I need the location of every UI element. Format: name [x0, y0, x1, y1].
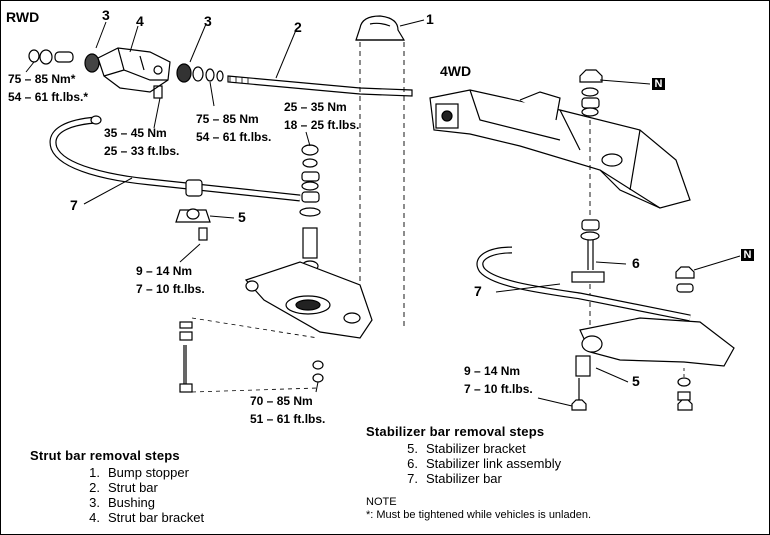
- lower-arm-rwd-icon: [244, 261, 373, 339]
- bolt-rwd-icon: [179, 317, 319, 393]
- list-item: 7.Stabilizer bar: [407, 471, 502, 486]
- bump-stopper-icon: [355, 15, 406, 41]
- note-text: *: Must be tightened while vehicles is u…: [366, 509, 592, 521]
- callout-bump-stopper-3a: 3: [102, 7, 110, 23]
- list-item: 3.Bushing: [89, 495, 155, 510]
- assembly-guide-lines: [359, 42, 405, 330]
- list-item: 1.Bump stopper: [89, 465, 189, 480]
- stabilizer-link-rwd-icon: [299, 144, 321, 272]
- note-block: NOTE *: Must be tightened while vehicles…: [366, 496, 591, 522]
- callout-stab-bracket-rwd-5: 5: [238, 209, 246, 225]
- bolt-4wd-icon: [571, 368, 693, 411]
- callout-stab-bar-rwd-7: 7: [70, 197, 78, 213]
- callout-bracket-4: 4: [136, 13, 144, 29]
- list-item: 2.Strut bar: [89, 480, 158, 495]
- nut-lower-rwd-icon: [312, 360, 324, 383]
- stabilizer-bar-rwd-icon: [49, 115, 301, 202]
- strut-bar-bracket-icon: [97, 47, 171, 99]
- callout-bump-stopper-1: 1: [426, 11, 434, 27]
- crossmember-4wd-icon: [429, 89, 691, 209]
- strut-bar-icon: [227, 75, 413, 97]
- torque-t1: 75 – 85 Nm*54 – 61 ft.lbs.*: [8, 72, 89, 104]
- callout-strut-bar-2: 2: [294, 19, 302, 35]
- stabilizer-link-4wd-icon: [571, 219, 605, 283]
- lower-arm-4wd-icon: [575, 317, 735, 377]
- section-title-4wd: 4WD: [440, 63, 472, 79]
- list-item: 5.Stabilizer bracket: [407, 441, 526, 456]
- callout-bushing-3b: 3: [204, 13, 212, 29]
- stabilizer-bracket-rwd-icon: [175, 208, 211, 241]
- callout-stab-bracket-4wd-5: 5: [632, 373, 640, 389]
- bushing-right-icon: [176, 63, 224, 83]
- n-tag-mid: N: [741, 249, 754, 261]
- callout-link-4wd-6: 6: [632, 255, 640, 271]
- nut-stack-top-4wd-icon: [579, 69, 603, 117]
- note-title: NOTE: [366, 496, 397, 508]
- list-item: 6.Stabilizer link assembly: [407, 456, 562, 471]
- nut-washer-set-left-icon: [28, 49, 100, 73]
- list-item: 4.Strut bar bracket: [89, 510, 205, 525]
- strut-steps-heading: Strut bar removal steps: [30, 448, 180, 463]
- n-tag-top: N: [652, 78, 665, 90]
- stab-steps-heading: Stabilizer bar removal steps: [366, 424, 545, 439]
- stabilizer-bar-4wd-icon: [476, 246, 691, 322]
- leader-lines: [25, 19, 741, 407]
- nut-stack-right-4wd-icon: [675, 266, 695, 293]
- stabilizer-bar-steps: Stabilizer bar removal steps 5.Stabilize…: [366, 424, 561, 486]
- strut-bar-steps: Strut bar removal steps 1.Bump stopper 2…: [30, 448, 204, 525]
- callout-stab-bar-4wd-7: 7: [474, 283, 482, 299]
- section-title-rwd: RWD: [6, 9, 40, 25]
